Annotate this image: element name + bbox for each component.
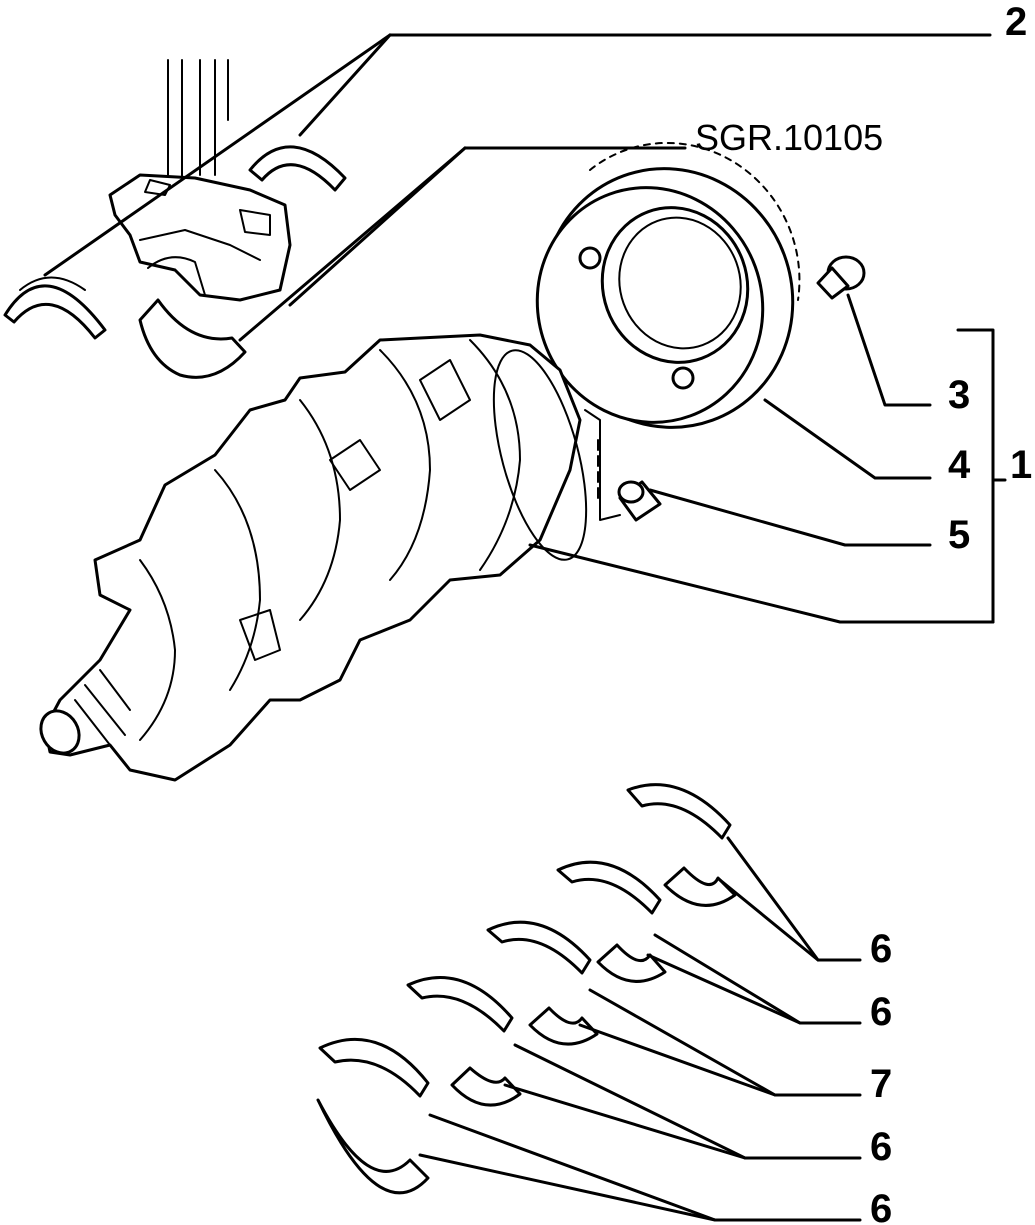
callout-4: 4 — [948, 443, 971, 487]
rod-bearing-shell-left — [3, 276, 107, 340]
callout-3: 3 — [948, 373, 970, 417]
thrust-bearing-pair — [486, 920, 599, 1046]
callout-1: 1 — [1010, 443, 1032, 487]
main-bearing-pair-4 — [316, 1037, 430, 1195]
main-bearing-pair-2 — [556, 860, 667, 983]
dowel-pin — [617, 480, 662, 522]
callout-2: 2 — [1005, 0, 1027, 44]
callout-6-second: 6 — [870, 990, 892, 1034]
main-bearing-pair-3 — [406, 976, 522, 1107]
connecting-rod — [108, 59, 292, 302]
callout-6-first: 6 — [870, 927, 892, 971]
callout-6-third: 6 — [870, 1125, 892, 1169]
reference-code: SGR.10105 — [695, 117, 883, 158]
leader-lines — [43, 33, 1007, 1222]
rod-bearing-shell-upper — [248, 145, 347, 192]
callout-6-fourth: 6 — [870, 1187, 892, 1225]
crankshaft — [39, 333, 621, 782]
callout-7: 7 — [870, 1062, 892, 1106]
timing-gear — [535, 141, 801, 429]
main-bearing-pair-1 — [626, 783, 737, 907]
gear-bolt — [816, 255, 866, 300]
callout-5: 5 — [948, 513, 970, 557]
rod-bearing-shell-lower — [138, 298, 247, 379]
